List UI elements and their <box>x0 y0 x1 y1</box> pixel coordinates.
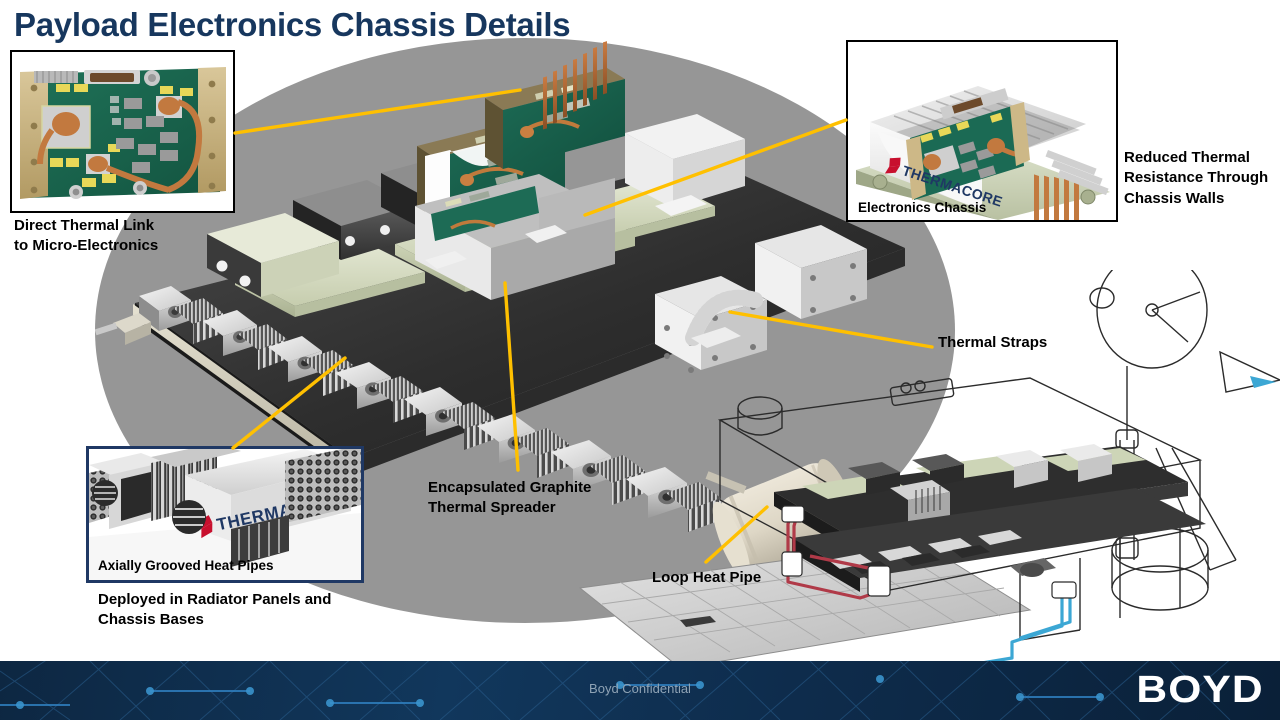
callout-deployed-line1: Deployed in Radiator Panels and <box>98 591 332 608</box>
footer-network-pattern <box>0 661 1231 720</box>
callout-reduced-line2: Resistance Through <box>1124 169 1269 187</box>
callout-spreader-line2: Thermal Spreader <box>428 499 556 517</box>
inset-micro-electronics-board <box>10 50 235 213</box>
footer-bar: Boyd Confidential BOYD <box>0 661 1280 720</box>
callout-direct-line1: Direct Thermal Link <box>14 217 155 234</box>
boyd-logo: BOYD <box>1136 669 1264 711</box>
callout-reduced-thermal-resistance: Reduced Thermal Resistance Through Chass… <box>1124 148 1280 209</box>
inset-heatpipes-caption: Axially Grooved Heat Pipes <box>98 558 274 573</box>
callout-spreader-line1: Encapsulated Graphite <box>428 479 592 496</box>
footer-confidential-text: Boyd Confidential <box>589 681 691 696</box>
callout-reduced-line3: Chassis Walls <box>1124 189 1225 207</box>
page-title: Payload Electronics Chassis Details <box>14 6 571 43</box>
inset-electronics-chassis: THERMACORE <box>846 40 1118 222</box>
satellite-line-drawing <box>560 251 1280 670</box>
callout-direct-line2: to Micro-Electronics <box>14 237 159 255</box>
callout-graphite-spreader: Encapsulated Graphite Thermal Spreader <box>428 478 638 519</box>
inset-chassis-caption: Electronics Chassis <box>858 200 987 215</box>
inset-axially-grooved-heat-pipes: THERMACORE <box>86 446 364 583</box>
callout-deployed-line2: Chassis Bases <box>98 611 204 629</box>
callout-deployed-radiator-panels: Deployed in Radiator Panels and Chassis … <box>98 590 368 631</box>
callout-direct-thermal-link: Direct Thermal Link to Micro-Electronics <box>14 216 224 257</box>
callout-thermal-straps: Thermal Straps <box>938 334 1048 351</box>
callout-loop-heat-pipe: Loop Heat Pipe <box>652 569 762 586</box>
callout-reduced-line1: Reduced Thermal <box>1124 149 1250 166</box>
